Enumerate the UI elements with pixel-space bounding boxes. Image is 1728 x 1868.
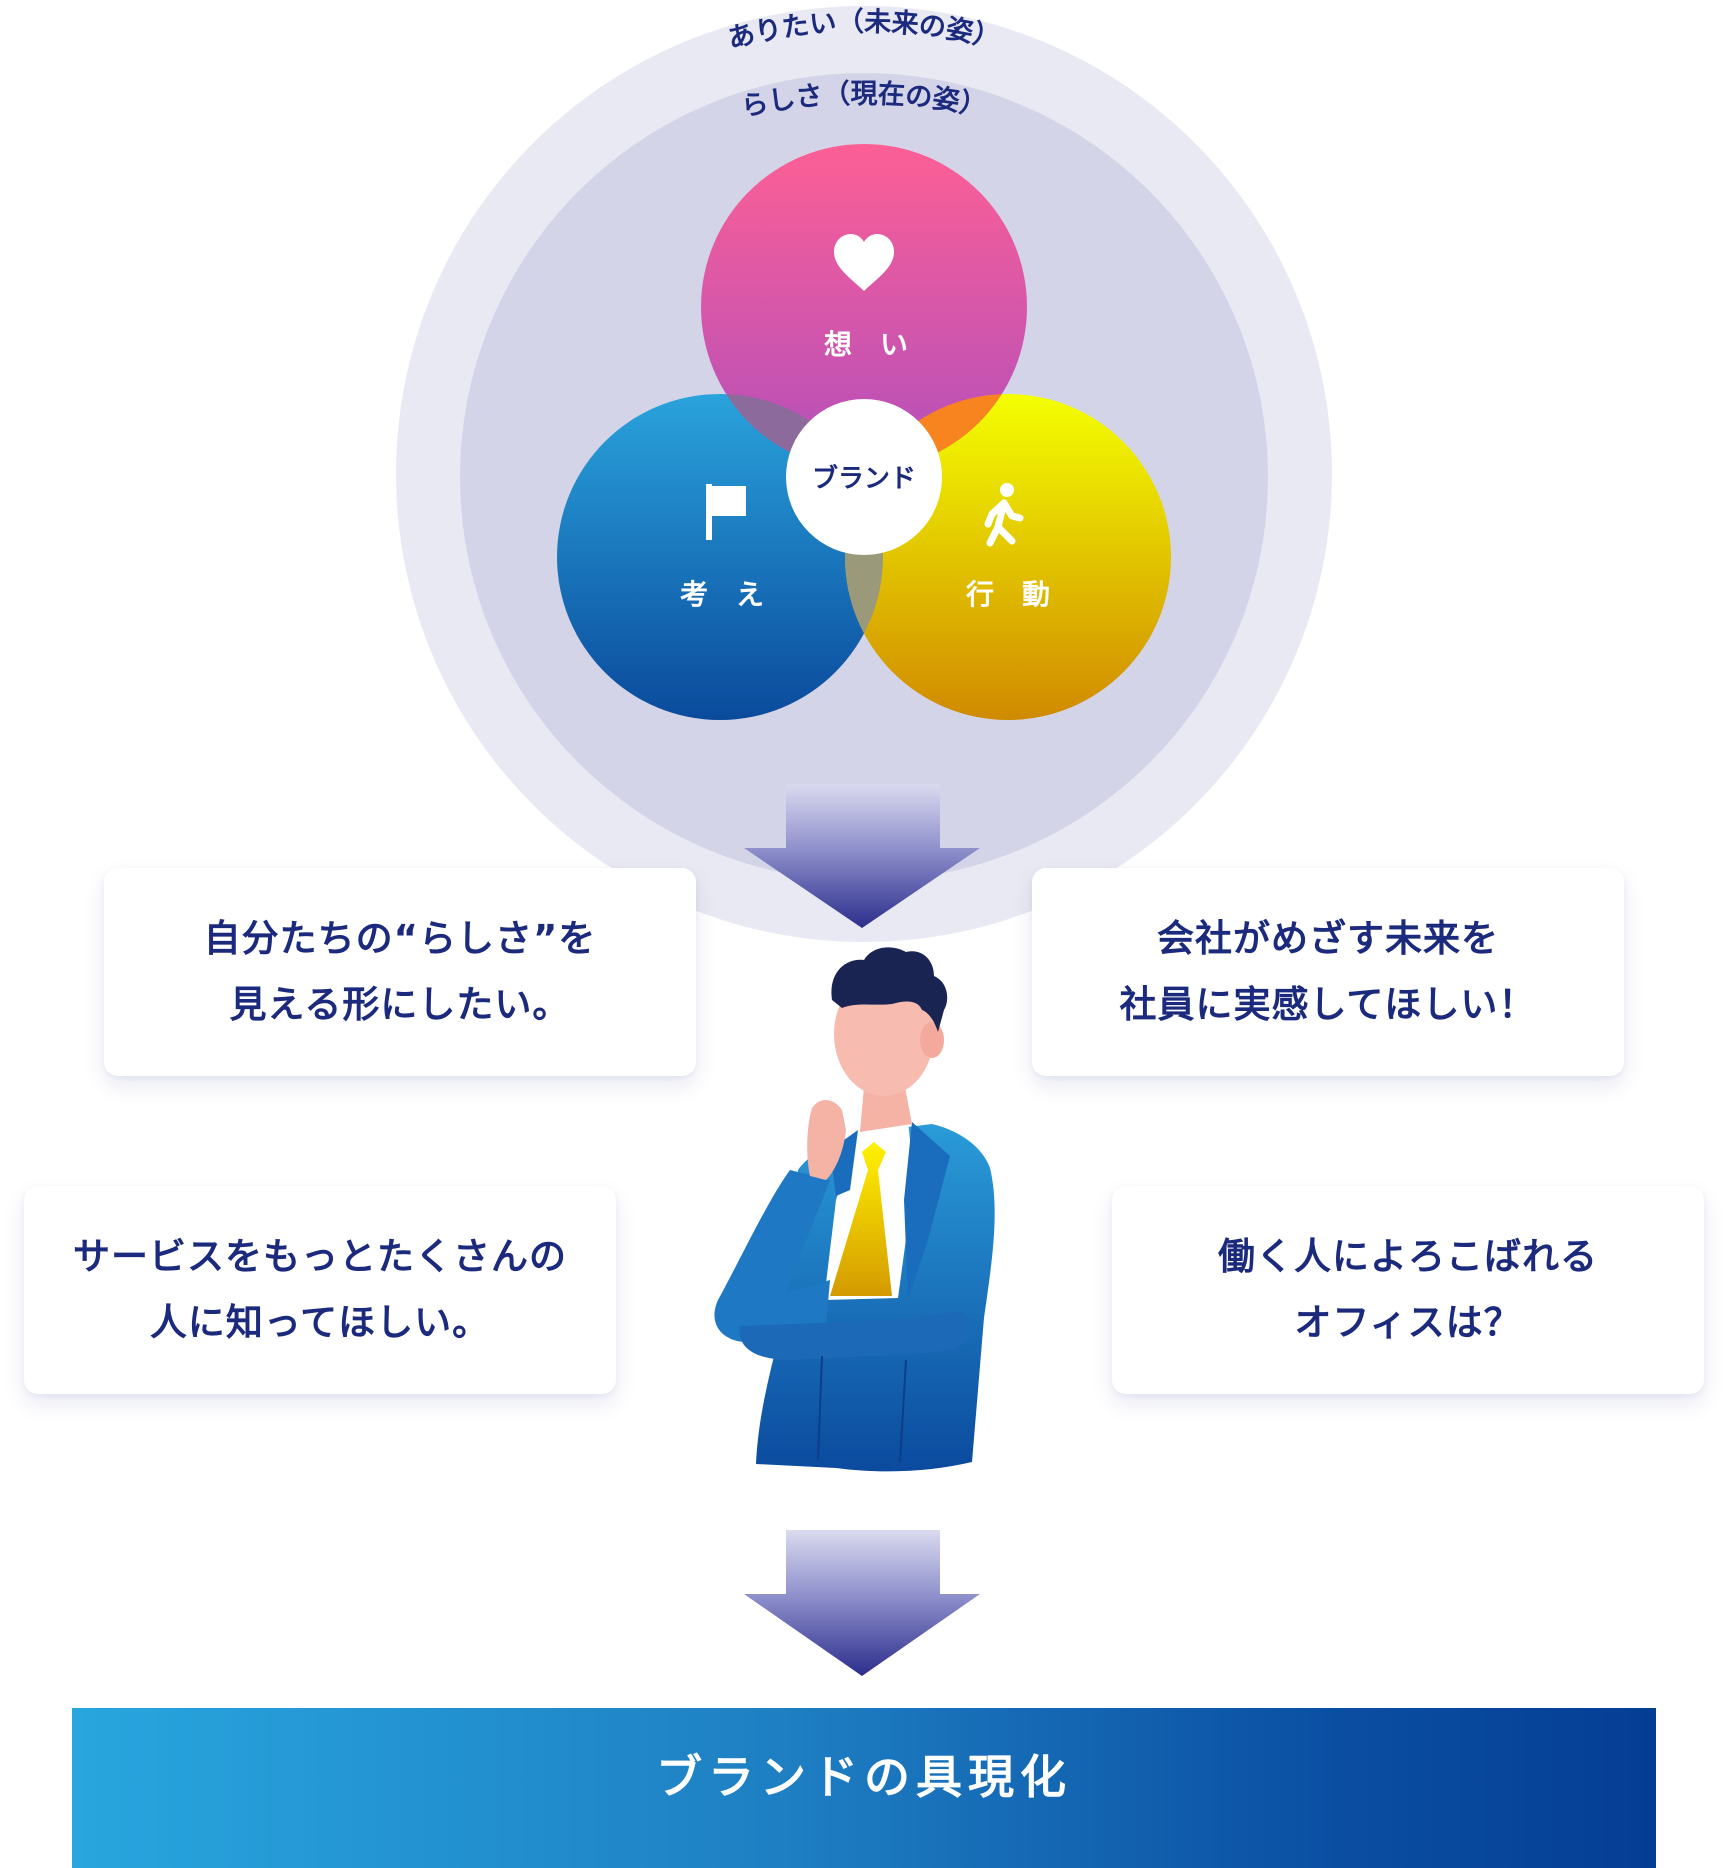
bubble-line: 見える形にしたい。 (229, 983, 571, 1026)
speech-bubble-company-future: 会社がめざす未来を 社員に実感してほしい！ (1032, 868, 1624, 1076)
result-banner-label: ブランドの具現化 (656, 1750, 1072, 1804)
bubble-line: 自分たちの“らしさ”を (203, 917, 597, 960)
bubble-line: 働く人によろこばれる (1218, 1235, 1598, 1278)
venn-circle-feeling (701, 144, 1027, 470)
thinking-businessman-illustration (714, 947, 995, 1472)
walking-person-icon (984, 483, 1024, 547)
feeling-label: 想 い (824, 328, 908, 361)
thought-label: 考 え (680, 578, 764, 611)
brand-center-circle (786, 399, 942, 555)
speech-bubble-service-awareness: サービスをもっとたくさんの 人に知ってほしい。 (24, 1186, 616, 1394)
bubble-line: 人に知ってほしい。 (149, 1301, 491, 1344)
bubble-line: 社員に実感してほしい！ (1119, 983, 1537, 1026)
down-arrow-bottom (744, 1530, 980, 1676)
heart-icon (834, 234, 894, 291)
bubble-line: オフィスは？ (1294, 1301, 1522, 1344)
speech-bubble-office: 働く人によろこばれる オフィスは？ (1112, 1186, 1704, 1394)
result-banner: ブランドの具現化 (72, 1708, 1656, 1868)
flag-icon (706, 484, 746, 540)
bubble-line: サービスをもっとたくさんの (73, 1235, 567, 1278)
action-label: 行 動 (965, 578, 1050, 611)
speech-bubble-brand-identity: 自分たちの“らしさ”を 見える形にしたい。 (104, 868, 696, 1076)
bubble-line: 会社がめざす未来を (1156, 917, 1499, 960)
brand-center-label: ブランド (812, 463, 916, 494)
down-arrow-top (744, 784, 980, 928)
